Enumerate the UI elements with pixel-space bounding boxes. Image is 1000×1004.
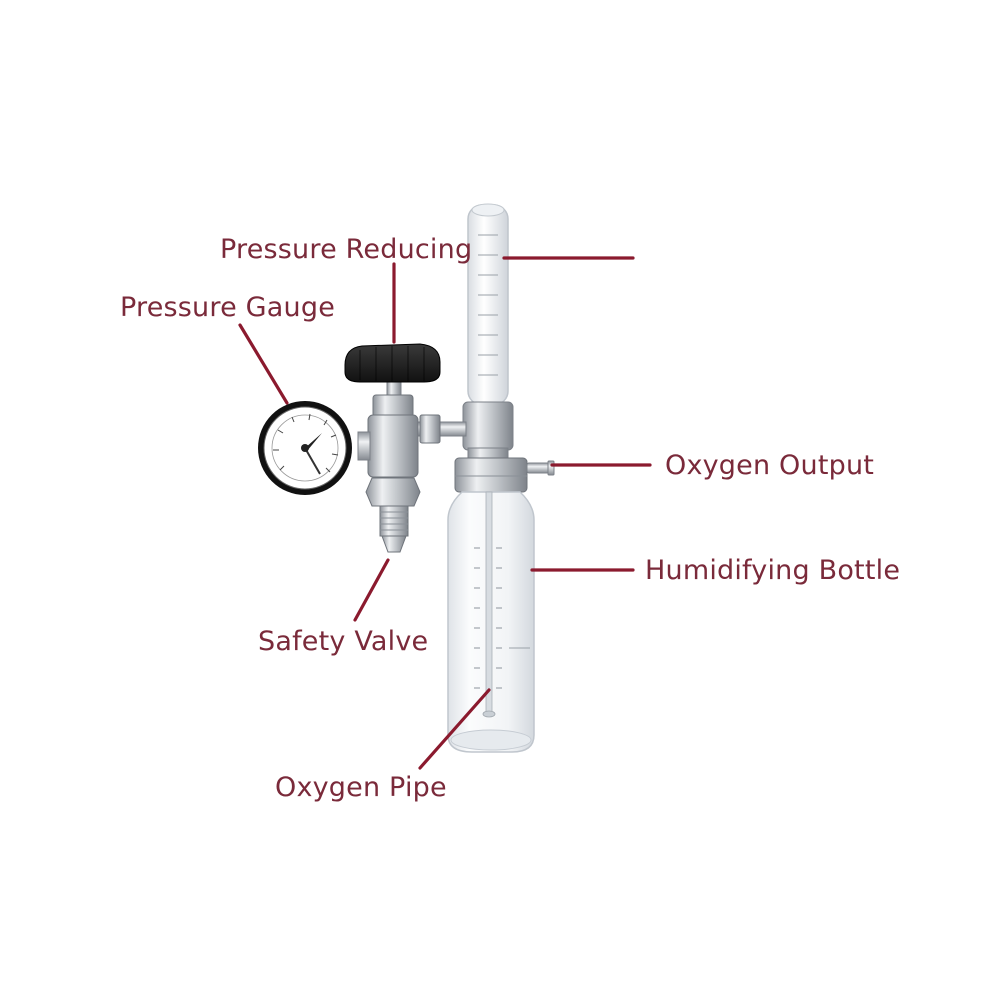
label-oxygen-output: Oxygen Output xyxy=(665,450,875,481)
pressure-adjust-knob xyxy=(344,343,441,383)
label-safety-valve: Safety Valve xyxy=(258,626,429,657)
pressure-gauge-dial xyxy=(258,401,352,495)
leader-oxygen-pipe xyxy=(418,688,491,770)
leader-lines xyxy=(238,256,652,770)
flowmeter-tube xyxy=(467,203,509,406)
label-humidifying-bottle: Humidifying Bottle xyxy=(645,555,901,586)
humidifier-cap xyxy=(454,457,555,493)
humidifying-bottle xyxy=(447,491,535,753)
label-pressure-gauge: Pressure Gauge xyxy=(120,292,336,323)
leader-safety-valve xyxy=(353,558,390,622)
leader-pressure-gauge xyxy=(238,323,289,405)
label-oxygen-pipe: Oxygen Pipe xyxy=(275,772,447,803)
label-pressure-reducing: Pressure Reducing xyxy=(220,234,473,265)
connector-pipe xyxy=(407,414,467,444)
regulator-valve-body xyxy=(357,374,421,553)
flowmeter-collar xyxy=(462,401,514,461)
